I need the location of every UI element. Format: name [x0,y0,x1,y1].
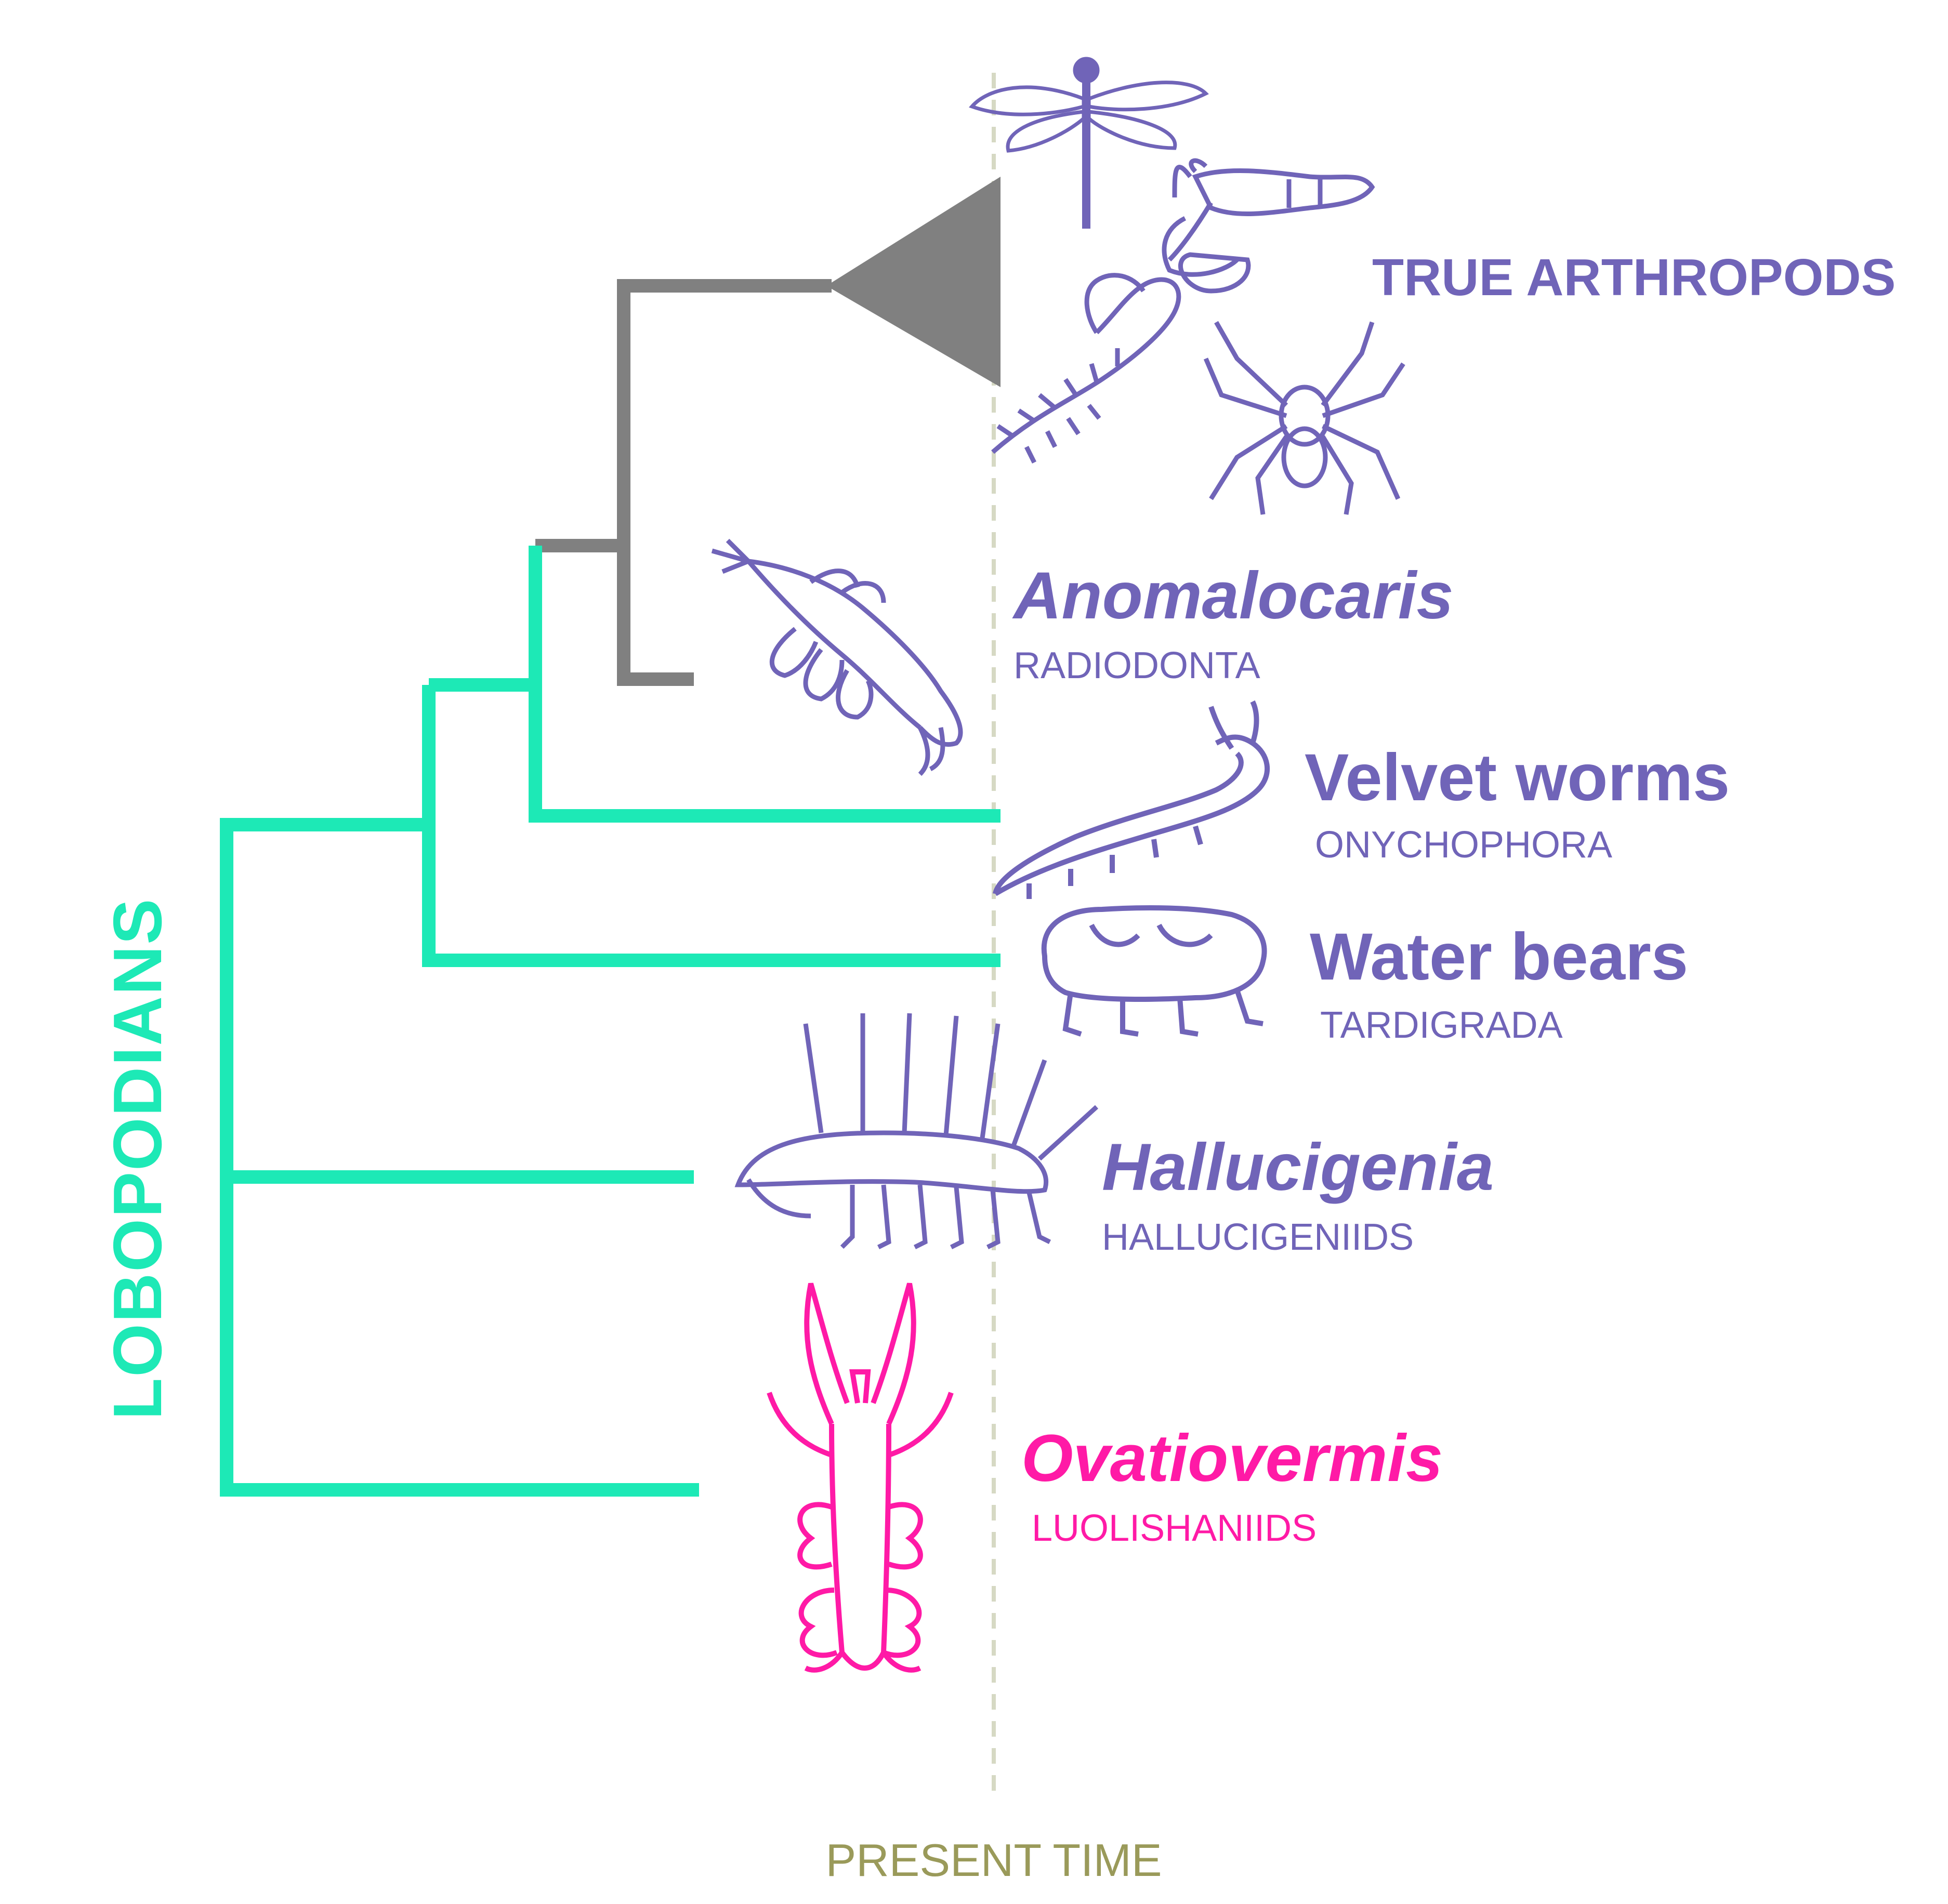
arthropod-branches [535,279,832,686]
ovatiovermis-icon [767,1282,954,1673]
taxon-name-anomalocaris: Anomalocaris [1012,559,1454,633]
spider-icon [1203,321,1405,515]
velvet-worm-branch [529,685,1001,823]
onychophora-branch [429,546,542,692]
water-bear-icon [1041,905,1267,1037]
present-time-label: PRESENT TIME [825,1834,1162,1886]
hallucigenia-icon [734,1013,1099,1250]
tardigrade-branch [422,685,1001,967]
taxon-group-onychophora: ONYCHOPHORA [1315,824,1612,866]
radiodont-stem [535,539,694,686]
taxon-name-ovatiovermis: Ovatiovermis [1021,1421,1443,1496]
arthropod-stem [617,279,832,546]
lobopodian-root [220,818,699,1497]
taxon-group-hallucigeniids: HALLUCIGENIIDS [1102,1217,1414,1258]
clade-label: LOBOPODIANS [99,898,176,1420]
taxon-name-true-arthropods: TRUE ARTHROPODS [1372,248,1896,307]
lobster-icon [1162,158,1375,294]
taxon-name-velvet-worms: Velvet worms [1305,741,1730,815]
anomalocaris-icon [711,538,963,776]
dragonfly-icon [969,57,1209,229]
taxon-group-tardigrada: TARDIGRADA [1320,1004,1563,1046]
taxon-group-radiodonta: RADIODONTA [1014,645,1260,686]
true-arthropods-clade-triangle [826,177,1001,387]
centipede-icon [991,273,1181,464]
taxon-group-luolishaniids: LUOLISHANIIDS [1032,1508,1317,1549]
taxon-name-hallucigenia: Hallucigenia [1102,1130,1494,1205]
velvet-worm-icon [993,700,1270,899]
taxon-name-water-bears: Water bears [1310,920,1688,994]
lobopodian-branches [220,546,1001,1497]
